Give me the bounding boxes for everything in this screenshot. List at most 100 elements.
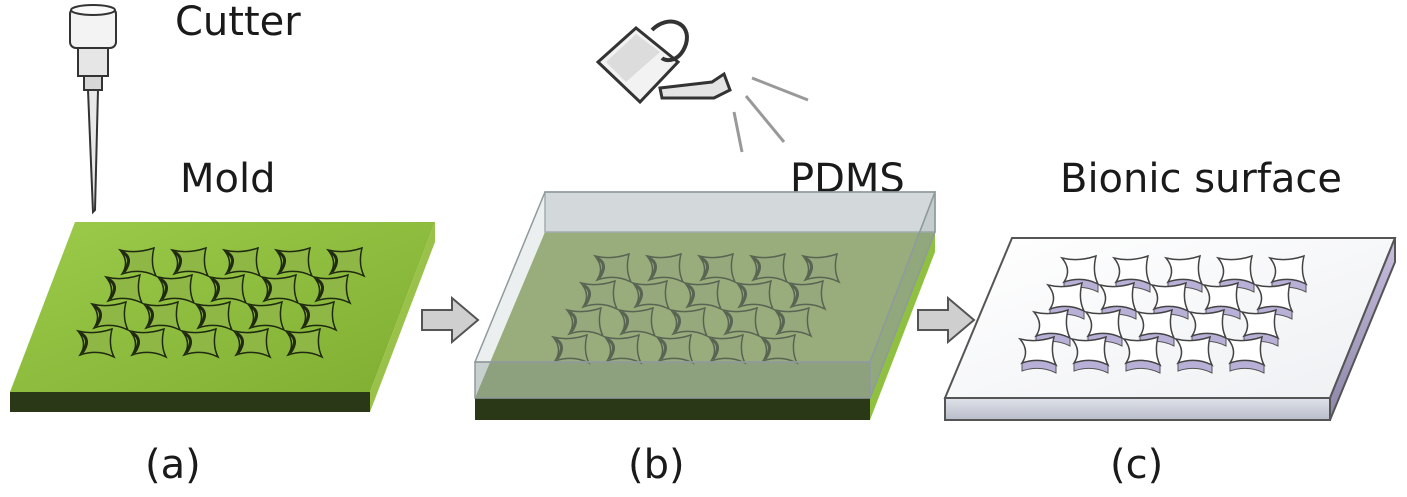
scale-cavity	[127, 327, 168, 359]
scale-cavity-edge	[804, 256, 813, 279]
scale-cavity-edge	[724, 310, 733, 333]
scale-cavity	[221, 246, 262, 278]
scale-pillar-top	[1135, 308, 1176, 340]
scale-cavity	[117, 246, 158, 278]
scale-cavity-edge	[710, 337, 719, 360]
scale-cavity	[325, 246, 366, 278]
scale-cavity-edge	[263, 277, 272, 300]
scale-cavity-edge	[672, 310, 681, 333]
scale-cavity-edge	[620, 310, 629, 333]
panel-b-pdms: PDMS	[473, 19, 937, 420]
scale-cavity	[193, 300, 234, 332]
scale-cavity	[141, 300, 182, 332]
scale-pillar-top	[1225, 335, 1266, 367]
scale-cavity-edge	[183, 331, 192, 354]
scale-pillar-top	[1069, 335, 1110, 367]
scale-cavity	[772, 306, 813, 338]
scale-pillar-top	[1121, 335, 1162, 367]
scale-cavity-edge	[173, 250, 182, 273]
scale-cavity-edge	[277, 250, 286, 273]
scale-pillar-top	[1163, 254, 1204, 286]
scale-cavity	[155, 273, 196, 305]
scale-cavity-edge	[145, 304, 154, 327]
scale-cavity-edge	[790, 283, 799, 306]
scale-cavity-edge	[79, 331, 88, 354]
scale-cavity-edge	[329, 250, 338, 273]
pdms-layer	[473, 191, 937, 399]
scale-cavity-edge	[776, 310, 785, 333]
scale-cavity-edge	[648, 256, 657, 279]
scale-pillar-top	[1201, 281, 1242, 313]
scale-cavity	[311, 273, 352, 305]
scale-pillar-top	[1017, 335, 1058, 367]
scale-cavity-edge	[554, 337, 563, 360]
right-arrow-icon	[917, 295, 976, 345]
scale-pillar-top	[1215, 254, 1256, 286]
scale-cavity	[169, 246, 210, 278]
scale-cavity	[207, 273, 248, 305]
panel-a-mold: Cutter Mold	[10, 0, 435, 412]
scale-cavity	[297, 300, 338, 332]
panel-c-label: (c)	[1110, 442, 1163, 488]
scale-pillar-top	[1111, 254, 1152, 286]
cutter-icon	[69, 4, 117, 215]
scale-cavity-edge	[762, 337, 771, 360]
scale-cavity-edge	[211, 277, 220, 300]
scale-cavity	[259, 273, 300, 305]
scale-pillar-top	[1031, 308, 1072, 340]
scale-cavity-edge	[582, 283, 591, 306]
surface-front-face	[944, 397, 1331, 421]
scale-cavity-edge	[606, 337, 615, 360]
scale-cavity-edge	[197, 304, 206, 327]
scale-cavity-edge	[93, 304, 102, 327]
scale-cavity-edge	[658, 337, 667, 360]
scale-cavity-edge	[159, 277, 168, 300]
scale-cavity	[75, 327, 116, 359]
scale-cavity-edge	[235, 331, 244, 354]
scale-cavity	[720, 306, 761, 338]
scale-cavity	[103, 273, 144, 305]
scale-cavity	[245, 300, 286, 332]
scale-cavity-edge	[568, 310, 577, 333]
scale-cavity-edge	[107, 277, 116, 300]
scale-cavity	[630, 279, 671, 311]
scale-cavity	[800, 252, 841, 284]
scale-cavity-edge	[225, 250, 234, 273]
panel-a-label: (a)	[145, 442, 201, 488]
scale-cavity	[179, 327, 220, 359]
scale-cavity	[273, 246, 314, 278]
scale-cavity-edge	[738, 283, 747, 306]
scale-cavity-edge	[315, 277, 324, 300]
surface-right-face	[1329, 237, 1396, 421]
scale-pillar-top	[1253, 281, 1294, 313]
mold-right-face	[370, 222, 435, 412]
scale-cavity-edge	[121, 250, 130, 273]
scale-cavity	[682, 279, 723, 311]
scale-cavity	[734, 279, 775, 311]
scale-cavity-edge	[596, 256, 605, 279]
bionic-surface-label: Bionic surface	[1060, 156, 1342, 202]
scale-pillar-top	[1045, 281, 1086, 313]
mold-front-face	[10, 392, 370, 412]
panel-c-bionic-surface: Bionic surface	[943, 156, 1397, 421]
scale-cavity	[564, 306, 605, 338]
mold-label: Mold	[180, 156, 276, 202]
scale-cavity	[283, 327, 324, 359]
scale-cavity	[696, 252, 737, 284]
scale-cavity	[592, 252, 633, 284]
watering-can-icon	[595, 19, 809, 153]
scale-pillar-top	[1059, 254, 1100, 286]
scale-pillar-top	[1173, 335, 1214, 367]
scale-pillar-top	[1097, 281, 1138, 313]
scale-pillar-top	[1239, 308, 1280, 340]
scale-cavity	[668, 306, 709, 338]
scale-pillar-top	[1083, 308, 1124, 340]
scale-cavity-edge	[686, 283, 695, 306]
scale-cavity-edge	[752, 256, 761, 279]
scale-cavity-edge	[249, 304, 258, 327]
scale-pillar-top	[1149, 281, 1190, 313]
scale-cavity-edge	[301, 304, 310, 327]
scale-cavity	[616, 306, 657, 338]
scale-cavity	[231, 327, 272, 359]
